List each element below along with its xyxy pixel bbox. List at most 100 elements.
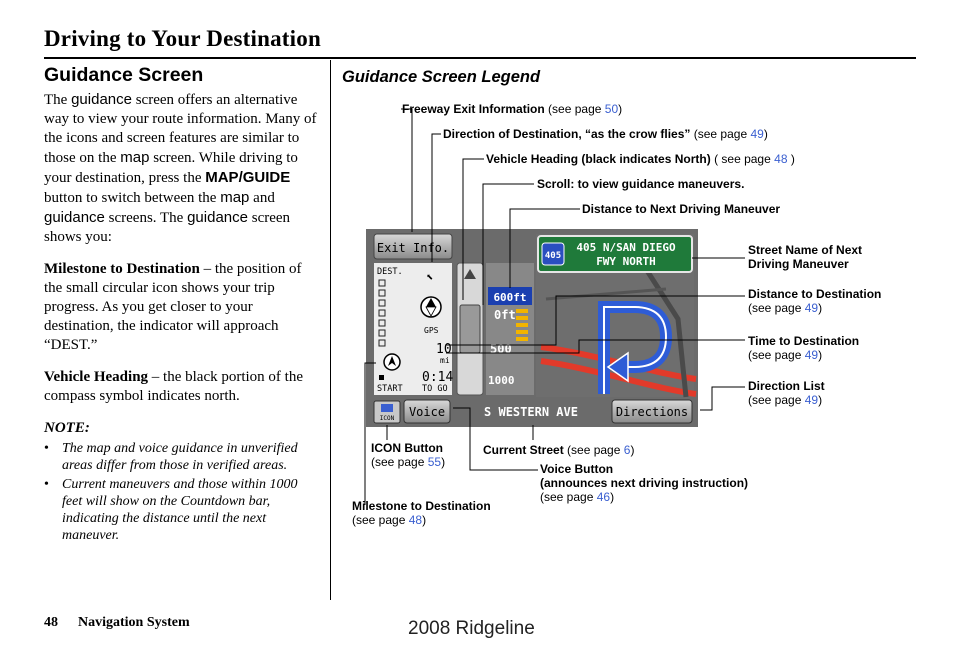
milestone-box — [378, 319, 386, 327]
see-page-text: see page — [544, 490, 594, 504]
legend-label: Distance to Next Driving Maneuver — [582, 202, 781, 216]
page-link[interactable]: 49 — [804, 348, 819, 362]
column-divider — [330, 60, 331, 600]
legend-label: Driving Maneuver — [748, 257, 849, 271]
see-page-text: see page — [552, 102, 602, 116]
note-text: The map and voice guidance in unverified… — [62, 441, 298, 473]
intro-text: and — [249, 190, 275, 206]
legend-title: Guidance Screen Legend — [342, 68, 541, 86]
interstate-shield-icon — [541, 242, 565, 266]
milestone-box — [378, 279, 386, 287]
leader-voice — [453, 407, 538, 471]
intro-term-map: map — [120, 149, 150, 166]
crow-direction-icon: ⬉ — [426, 270, 433, 284]
footer-page-number: 48 — [44, 615, 58, 630]
countdown-segment — [516, 316, 528, 320]
legend-milestone: Milestone to Destination(see page 48) — [352, 499, 491, 527]
see-page-text: see page — [356, 513, 406, 527]
see-page-text: see page — [697, 127, 748, 141]
sign-line-2: FWY NORTH — [596, 255, 656, 268]
compass-south-icon — [425, 306, 437, 317]
legend-label: Scroll: to view guidance maneuvers. — [537, 177, 745, 191]
legend-crow-direction: Direction of Destination, “as the crow f… — [443, 127, 768, 141]
see-page-text: see page — [571, 443, 621, 457]
section-heading: Guidance Screen — [44, 64, 204, 86]
see-page-text: see page — [752, 393, 802, 407]
note-item: •The map and voice guidance in unverifie… — [44, 440, 319, 474]
map-road — [643, 267, 689, 398]
milestone-panel — [374, 263, 452, 395]
intro-text: screens. The — [104, 210, 188, 226]
leader-crow — [431, 133, 441, 262]
legend-scroll: Scroll: to view guidance maneuvers. — [537, 177, 744, 191]
countdown-0: 0ft — [494, 308, 516, 322]
route-arrowhead-icon — [606, 351, 629, 383]
legend-distance-next: Distance to Next Driving Maneuver — [582, 202, 780, 216]
countdown-segment — [516, 337, 528, 341]
route-arrow-icon — [603, 306, 668, 394]
freeway-sign — [537, 235, 693, 273]
voice-button[interactable] — [403, 399, 451, 424]
page-link[interactable]: 49 — [804, 301, 819, 315]
page-link[interactable]: 6 — [623, 443, 631, 457]
intro-term-guidance: guidance — [71, 91, 132, 108]
watermark: 2008 Ridgeline — [408, 618, 535, 639]
intro-text: screen offers an alternative way to view… — [44, 92, 317, 166]
leader-scroll — [482, 183, 534, 305]
legend-label: Distance to Destination — [748, 287, 882, 301]
countdown-600: 600ft — [493, 291, 526, 304]
page-link[interactable]: 50 — [604, 102, 619, 116]
page-link[interactable]: 48 — [774, 152, 788, 166]
see-page-text: see page — [375, 455, 425, 469]
page-link[interactable]: 48 — [408, 513, 423, 527]
start-marker — [379, 375, 384, 380]
page-link[interactable]: 49 — [750, 127, 764, 141]
legend-label: Vehicle Heading (black indicates North) — [486, 152, 711, 166]
left-column: Guidance Screen The guidance screen offe… — [44, 64, 319, 546]
intro-term-guidance: guidance — [187, 209, 248, 226]
countdown-segment — [516, 323, 528, 327]
countdown-segment — [516, 309, 528, 313]
page-link[interactable]: 49 — [804, 393, 819, 407]
legend-label: Freeway Exit Information — [402, 102, 545, 116]
milestone-box — [378, 309, 386, 317]
countdown-bar — [516, 309, 528, 341]
countdown-1000: 1000 — [488, 374, 515, 387]
legend-label: (announces next driving instruction) — [540, 476, 749, 490]
heading-desc: – the black portion of the compass symbo… — [44, 369, 304, 404]
intro-text: screen shows you: — [44, 210, 291, 245]
milestone-box — [378, 289, 386, 297]
legend-time-destination: Time to Destination(see page 49) — [748, 334, 860, 362]
note-text: Current maneuvers and those within 1000 … — [62, 477, 298, 543]
page-header-title: Driving to Your Destination — [44, 26, 321, 51]
footer-label: Navigation System — [78, 615, 190, 630]
legend-vehicle-heading: Vehicle Heading (black indicates North) … — [486, 152, 795, 166]
legend-distance-destination: Distance to Destination(see page 49) — [748, 287, 882, 315]
page-link[interactable]: 55 — [427, 455, 442, 469]
milestone-box — [378, 339, 386, 347]
intro-term-map: map — [220, 189, 250, 206]
time-to-destination: 0:14 — [422, 370, 453, 385]
milestone-box — [378, 329, 386, 337]
leader-distnext — [509, 208, 580, 288]
legend-label: Time to Destination — [748, 334, 860, 348]
leader-freeway — [401, 108, 413, 232]
leader-time — [446, 339, 745, 354]
see-page-text: see page — [721, 152, 771, 166]
see-page-text: see page — [752, 301, 802, 315]
milestone-paragraph: Milestone to Destination – the position … — [44, 260, 319, 355]
legend-direction-list: Direction List(see page 49) — [748, 379, 825, 407]
directions-button-label: Directions — [616, 405, 688, 419]
heading-paragraph: Vehicle Heading – the black portion of t… — [44, 368, 319, 406]
map-road — [545, 287, 667, 301]
intro-text: button to switch between the — [44, 190, 221, 206]
current-street-name: S WESTERN AVE — [484, 405, 578, 419]
icon-button-glyph — [381, 404, 393, 412]
note-label: NOTE: — [44, 420, 90, 436]
page-link[interactable]: 46 — [596, 490, 611, 504]
legend-label: Milestone to Destination — [352, 499, 491, 513]
intro-text: screen. While driving to your destinatio… — [44, 150, 298, 186]
directions-button[interactable] — [611, 399, 693, 424]
scroll-up-icon[interactable] — [464, 269, 476, 279]
